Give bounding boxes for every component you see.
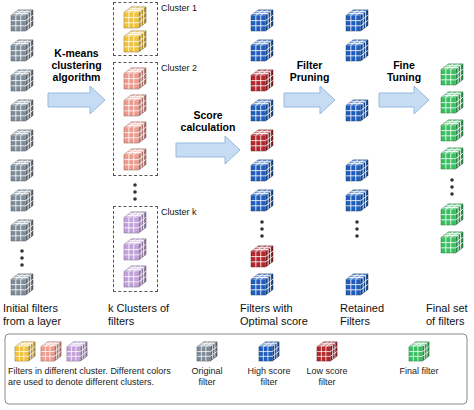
filter-cube	[124, 95, 146, 116]
filter-column: Final set of filters	[432, 0, 470, 296]
filter-cube	[11, 190, 33, 211]
cluster-label: Cluster 1	[161, 3, 197, 14]
legend-text: High score filter	[244, 366, 294, 388]
ellipsis-dot	[20, 249, 24, 253]
ellipsis-dot	[133, 190, 137, 194]
filter-cube	[251, 70, 273, 91]
filter-cube	[251, 100, 273, 121]
filter-cube	[346, 100, 368, 121]
ellipsis-dot	[20, 256, 24, 260]
legend-text: Filters in different cluster. Different …	[8, 366, 186, 388]
filter-cube	[124, 122, 146, 143]
legend-cube	[15, 342, 35, 361]
filter-cube	[124, 239, 146, 260]
filter-cube	[441, 92, 463, 113]
ellipsis-dot	[260, 234, 264, 238]
filter-cube	[441, 64, 463, 85]
cluster-box: Cluster 2	[113, 62, 158, 176]
legend-cube	[317, 342, 337, 361]
filter-cube	[346, 40, 368, 61]
ellipsis-dot	[450, 185, 454, 189]
ellipsis-dot	[133, 197, 137, 201]
filter-cube	[11, 160, 33, 181]
ellipsis-dot	[355, 220, 359, 224]
ellipsis-dot	[133, 183, 137, 187]
arrow-label: Score calculation	[179, 109, 237, 133]
filter-cube	[251, 190, 273, 211]
legend-text: Final filter	[396, 366, 442, 377]
ellipsis-dot	[450, 178, 454, 182]
legend-cube	[67, 342, 87, 361]
legend-text: Low score filter	[302, 366, 352, 388]
block-arrow	[48, 86, 105, 114]
ellipsis-dot	[20, 263, 24, 267]
cluster-label: Cluster k	[161, 207, 197, 218]
legend-text: Original filter	[184, 366, 230, 388]
filter-cube	[251, 40, 273, 61]
filter-cube	[11, 130, 33, 151]
block-arrow	[379, 86, 429, 114]
cluster-box: Cluster k	[113, 206, 158, 292]
filter-cube	[251, 130, 273, 151]
column-label: Filters with Optimal score	[240, 302, 316, 328]
filter-cube	[441, 120, 463, 141]
filter-cube	[251, 160, 273, 181]
column-label: Initial filters from a layer	[3, 302, 83, 328]
arrow-label: Fine Tuning	[375, 59, 433, 83]
filter-cube	[11, 220, 33, 241]
legend-frame	[5, 334, 467, 404]
column-label: Retained Filters	[340, 302, 395, 328]
filter-cube	[124, 149, 146, 170]
legend-cube	[259, 342, 279, 361]
cluster-box: Cluster 1	[113, 2, 158, 56]
filter-cube	[124, 68, 146, 89]
filter-cube	[346, 190, 368, 211]
ellipsis-dot	[450, 192, 454, 196]
filter-cube	[124, 266, 146, 287]
filter-cube	[441, 204, 463, 225]
arrow-label: Filter Pruning	[281, 59, 339, 83]
filter-cube	[11, 70, 33, 91]
block-arrow	[176, 136, 240, 164]
ellipsis-dot	[355, 227, 359, 231]
filter-cube	[251, 10, 273, 31]
filter-column: k Clusters of filtersCluster 1Cluster 2C…	[108, 0, 173, 296]
filter-cube	[346, 274, 368, 295]
filter-cube	[124, 212, 146, 233]
filter-column: Filters with Optimal score	[243, 0, 281, 296]
filter-cube	[441, 232, 463, 253]
legend-cube	[197, 342, 217, 361]
filter-cube	[251, 246, 273, 267]
filter-cube	[346, 10, 368, 31]
filter-column: Initial filters from a layer	[0, 0, 45, 296]
ellipsis-dot	[260, 227, 264, 231]
filter-cube	[11, 100, 33, 121]
filter-cube	[11, 274, 33, 295]
arrow-label: K-means clustering algorithm	[48, 47, 106, 83]
filter-cube	[251, 274, 273, 295]
filter-cube	[124, 31, 146, 52]
cluster-label: Cluster 2	[161, 63, 197, 74]
legend-cube	[409, 342, 429, 361]
filter-cube	[346, 160, 368, 181]
filter-column: Retained Filters	[338, 0, 376, 296]
block-arrow	[284, 86, 335, 114]
ellipsis-dot	[260, 220, 264, 224]
filter-cube	[124, 7, 146, 28]
ellipsis-dot	[355, 234, 359, 238]
legend-cube	[41, 342, 61, 361]
filter-cube	[11, 10, 33, 31]
filter-cube	[441, 148, 463, 169]
column-label: k Clusters of filters	[108, 302, 178, 328]
column-label: Final set of filters	[426, 302, 474, 328]
filter-cube	[11, 40, 33, 61]
